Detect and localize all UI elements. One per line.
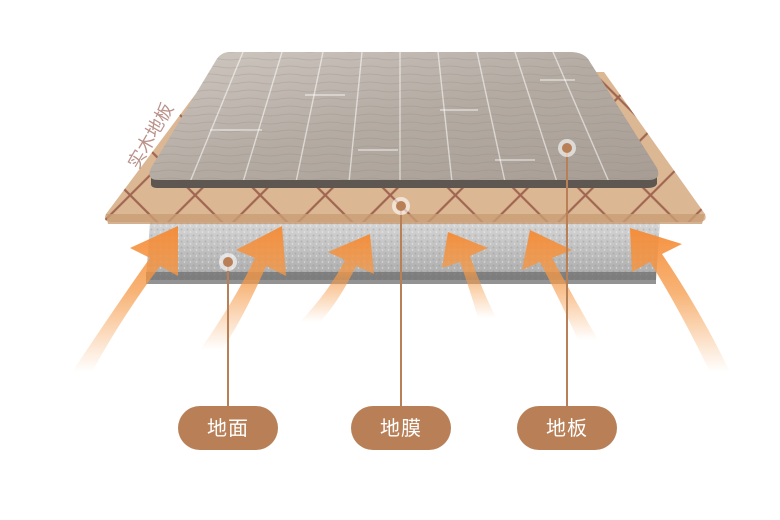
heat-arrow-icon: [522, 230, 598, 340]
callout-ground: [219, 253, 237, 408]
heat-arrow-icon: [300, 234, 374, 322]
ground-layer: [146, 222, 660, 284]
callout-film: [392, 197, 410, 408]
heat-arrow-icon: [72, 226, 178, 372]
label-board: 地板: [517, 406, 617, 450]
label-film: 地膜: [351, 406, 451, 450]
callout-board: [558, 139, 576, 408]
heat-arrow-icon: [200, 226, 286, 350]
heat-arrow-icon: [442, 232, 496, 318]
label-ground: 地面: [178, 406, 278, 450]
floor-board-layer: [149, 52, 659, 188]
heat-arrows: [72, 226, 730, 372]
heat-arrow-icon: [630, 228, 730, 372]
